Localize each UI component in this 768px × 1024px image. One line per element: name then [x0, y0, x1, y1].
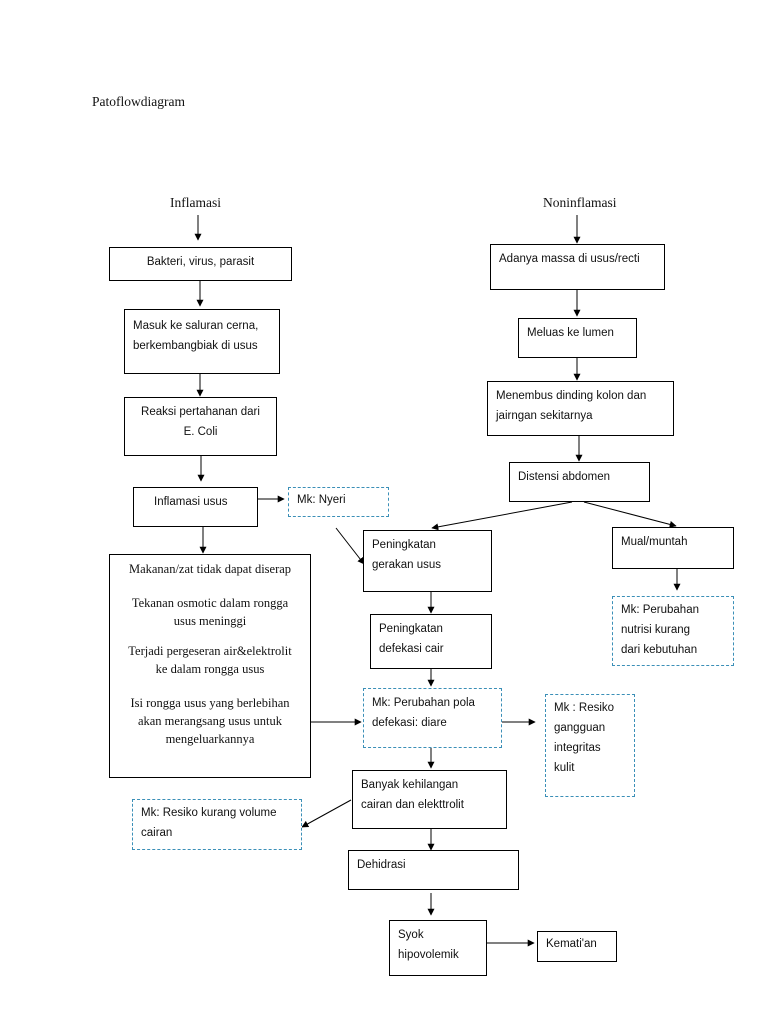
node-meluas-lumen: Meluas ke lumen: [518, 318, 637, 358]
node-mekanisme-osmotik: Makanan/zat tidak dapat diserap Tekanan …: [109, 554, 311, 778]
node-kehilangan-cairan: Banyak kehilangan cairan dan elekttrolit: [352, 770, 507, 829]
node-menembus-dinding: Menembus dinding kolon dan jairngan seki…: [487, 381, 674, 436]
node-dehidrasi: Dehidrasi: [348, 850, 519, 890]
header-inflamasi: Inflamasi: [170, 195, 221, 210]
text-tekanan-osmotic: Tekanan osmotic dalam rongga usus mening…: [131, 596, 289, 628]
node-massa-usus: Adanya massa di usus/recti: [490, 244, 665, 290]
page-title: Patoflowdiagram: [92, 94, 185, 109]
node-distensi-abdomen: Distensi abdomen: [509, 462, 650, 502]
node-mk-nutrisi: Mk: Perubahan nutrisi kurang dari kebutu…: [612, 596, 734, 666]
arrow-distensi-to-mual: [583, 501, 677, 528]
node-peningkatan-gerakan: Peningkatan gerakan usus: [363, 530, 492, 592]
header-noninflamasi: Noninflamasi: [543, 195, 617, 210]
node-reaksi-pertahanan: Reaksi pertahanan dari E. Coli: [124, 397, 277, 456]
arrow-distensi-to-peningkatan: [431, 501, 573, 531]
node-mual-muntah: Mual/muntah: [612, 527, 734, 569]
node-inflamasi-usus: Inflamasi usus: [133, 487, 258, 527]
node-masuk-saluran-cerna: Masuk ke saluran cerna, berkembangbiak d…: [124, 309, 280, 374]
arrow-nyeri-to-peningkatan: [335, 527, 365, 565]
text-pergeseran: Terjadi pergeseran air&elektrolit ke dal…: [128, 644, 292, 676]
node-mk-nyeri: Mk: Nyeri: [288, 487, 389, 517]
node-mk-volume-cairan: Mk: Resiko kurang volume cairan: [132, 799, 302, 850]
node-syok-hipovolemik: Syok hipovolemik: [389, 920, 487, 976]
node-mk-integritas-kulit: Mk : Resiko gangguan integritas kulit: [545, 694, 635, 797]
text-makanan: Makanan/zat tidak dapat diserap: [128, 562, 292, 576]
node-bakteri: Bakteri, virus, parasit: [109, 247, 292, 281]
text-isi-rongga: Isi rongga usus yang berlebihan akan mer…: [130, 696, 290, 746]
node-kematian: Kemati'an: [537, 931, 617, 962]
node-mk-diare: Mk: Perubahan pola defekasi: diare: [363, 688, 502, 748]
node-peningkatan-defekasi: Peningkatan defekasi cair: [370, 614, 492, 669]
arrow-kehilangan-to-volume: [301, 799, 352, 828]
